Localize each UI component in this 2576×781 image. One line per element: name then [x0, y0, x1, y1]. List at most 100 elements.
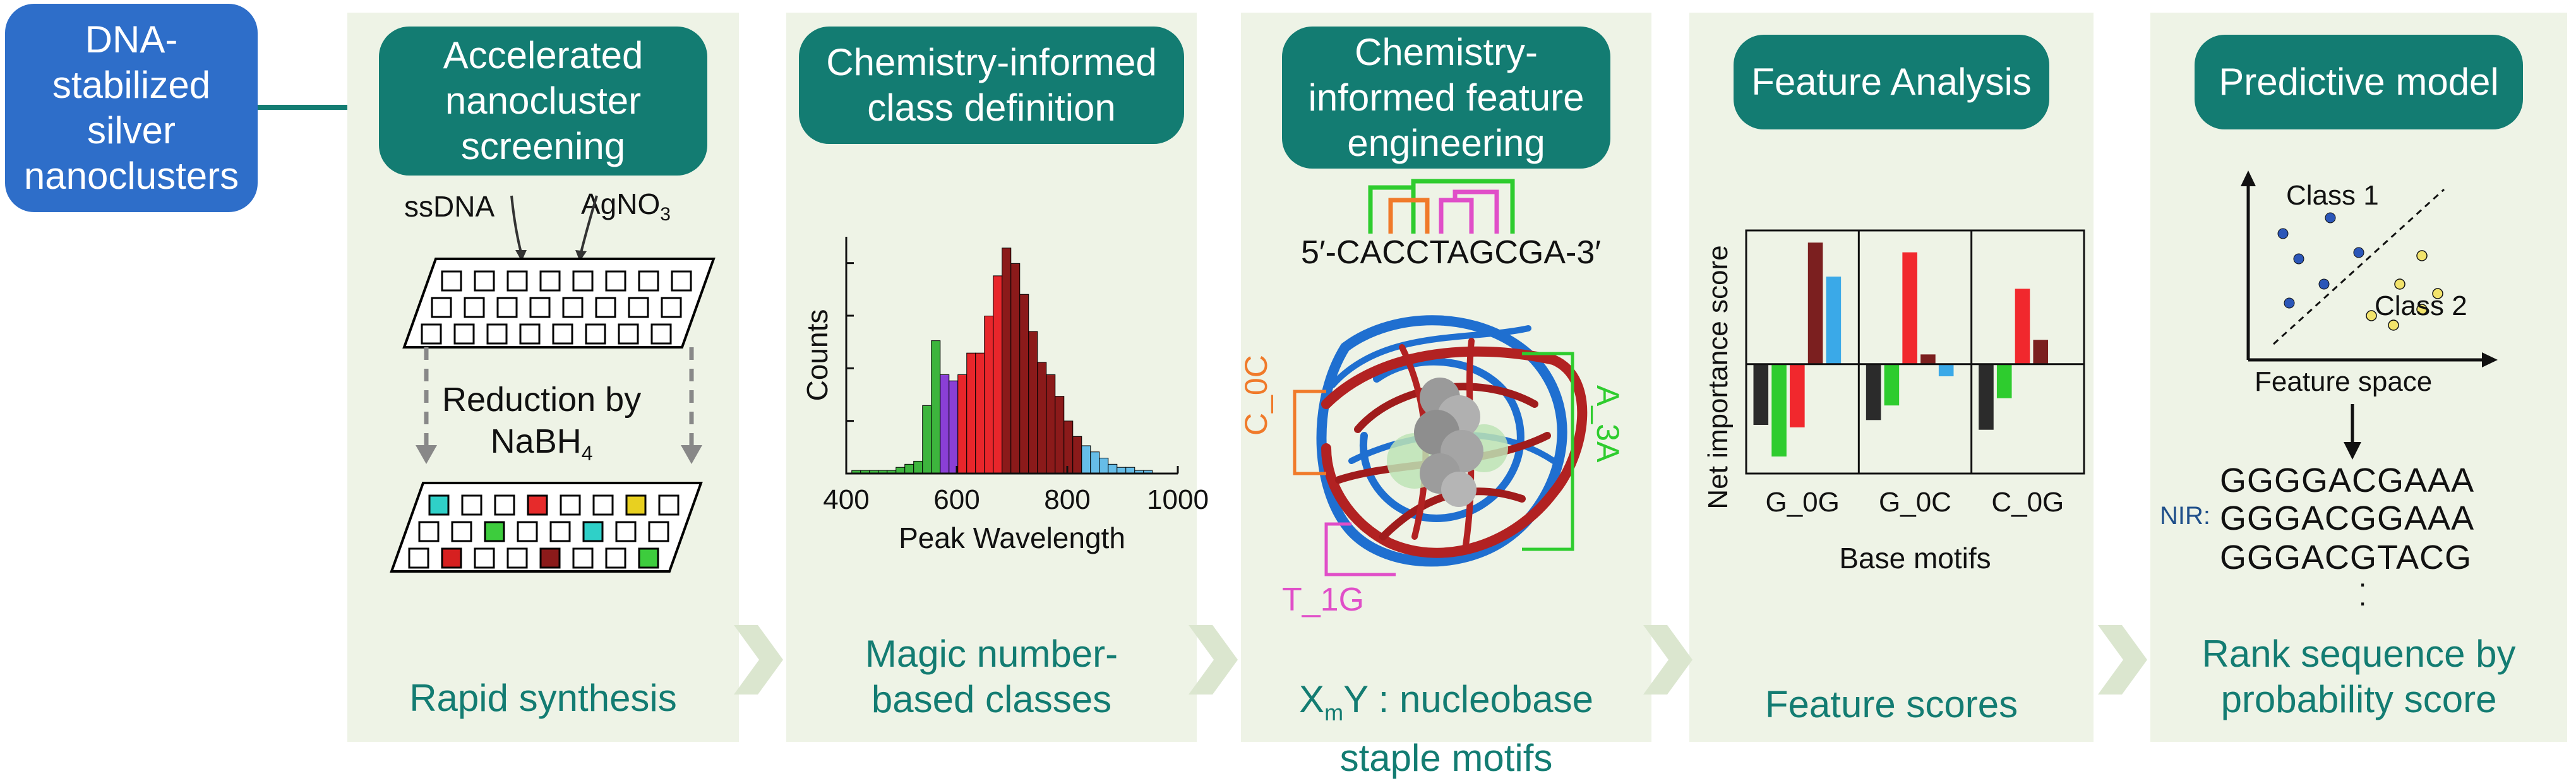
- plate-well: [585, 323, 606, 345]
- plate-well: [648, 521, 669, 542]
- histogram-xlabel: Peak Wavelength: [899, 522, 1125, 554]
- plate-well: [592, 494, 614, 516]
- plate-well: [453, 323, 475, 345]
- nir-label: NIR:: [2160, 502, 2210, 530]
- header-feature-analysis: Feature Analysis: [1734, 35, 2049, 129]
- chevron-3: [1643, 625, 1692, 695]
- class-1-label: Class 1: [2286, 180, 2379, 211]
- sequence-3: GGGACGTACG: [2220, 539, 2472, 576]
- plate-well: [539, 547, 561, 569]
- plate-well: [494, 494, 515, 516]
- plate-well: [615, 521, 637, 542]
- header-feature-engineering: Chemistry- informed feature engineering: [1282, 27, 1610, 169]
- feature-space-label: Feature space: [2255, 366, 2433, 397]
- histogram-bar: [993, 275, 1003, 474]
- header-screening: Accelerated nanocluster screening: [379, 27, 707, 176]
- histogram-bar: [931, 340, 941, 474]
- plate-well: [517, 521, 538, 542]
- importance-bar: [1771, 364, 1787, 457]
- importance-bar: [1979, 364, 1994, 430]
- importance-bar: [1790, 364, 1805, 427]
- well-plate-top: [402, 258, 716, 349]
- class-2-label: Class 2: [2375, 290, 2467, 321]
- plate-well: [506, 547, 528, 569]
- importance-bar: [1826, 277, 1842, 364]
- header-class-definition: Chemistry-informed class definition: [799, 27, 1184, 144]
- header-predictive-model: Predictive model: [2195, 35, 2523, 129]
- motif-t1g-label: T_1G: [1282, 581, 1365, 618]
- histogram-bar: [984, 315, 994, 474]
- histogram-bar: [1046, 374, 1056, 474]
- plate-well: [650, 323, 672, 345]
- plate-well: [529, 297, 551, 318]
- histogram-bar: [966, 352, 976, 474]
- plate-well: [605, 270, 626, 292]
- histogram-bar: [1090, 451, 1100, 474]
- caption-classes: Magic number- based classes: [865, 633, 1118, 720]
- importance-bar: [2015, 289, 2030, 364]
- plate-well: [582, 521, 604, 542]
- motif-group-label: G_0G: [1765, 487, 1839, 518]
- source-box: DNA- stabilized silver nanoclusters: [5, 4, 258, 212]
- nanocluster-structure: [1293, 315, 1588, 576]
- histogram-xtick: 1000: [1147, 484, 1209, 515]
- plate-well: [527, 494, 548, 516]
- histogram-bar: [922, 405, 932, 474]
- plate-well: [421, 323, 442, 345]
- histogram-bar: [1099, 458, 1109, 474]
- plate-well: [560, 494, 581, 516]
- plate-well: [549, 521, 571, 542]
- importance-bar: [1807, 242, 1823, 364]
- plate-well: [474, 547, 495, 569]
- plate-well: [552, 323, 573, 345]
- plate-well: [595, 297, 616, 318]
- plate-well: [486, 323, 508, 345]
- importance-bar: [1938, 364, 1954, 376]
- histogram-bar: [1002, 247, 1012, 474]
- importance-xlabel: Base motifs: [1839, 542, 1991, 575]
- plate-well: [605, 547, 626, 569]
- plate-well: [441, 547, 462, 569]
- histogram-bar: [1063, 420, 1074, 474]
- importance-ylabel: Net importance score: [1703, 245, 1734, 509]
- chevron-4: [2098, 625, 2147, 695]
- histogram-bar: [1019, 294, 1029, 474]
- motif-group-label: G_0C: [1879, 487, 1951, 518]
- plate-well: [451, 521, 472, 542]
- histogram-bar: [1108, 463, 1118, 474]
- plate-well: [408, 547, 429, 569]
- histogram-xtick: 800: [1044, 484, 1090, 515]
- ssdna-label: ssDNA: [404, 190, 495, 223]
- histogram-bar: [1037, 362, 1047, 474]
- histogram-bar: [904, 463, 914, 474]
- histogram-bar: [913, 460, 923, 474]
- sequence-1: GGGGACGAAA: [2220, 462, 2475, 499]
- plate-well: [638, 547, 659, 569]
- plate-well: [496, 297, 518, 318]
- motif-c0c-label: C_0C: [1238, 355, 1274, 436]
- plate-well: [474, 270, 495, 292]
- plate-well: [539, 270, 561, 292]
- dna-sequence: 5′-CACCTAGCGA-3′: [1301, 234, 1602, 271]
- caption-rapid-synthesis: Rapid synthesis: [409, 677, 677, 719]
- importance-bar: [1920, 354, 1936, 364]
- histogram-bar: [1081, 445, 1091, 474]
- plate-well: [572, 547, 594, 569]
- chevron-2: [1189, 625, 1238, 695]
- reduction-text: Reduction by NaBH4: [442, 381, 642, 465]
- plate-well: [441, 270, 462, 292]
- histogram-xtick: 400: [823, 484, 869, 515]
- importance-bar: [1902, 252, 1917, 364]
- plate-well: [572, 270, 594, 292]
- sequence-2: GGGACGGAAA: [2220, 499, 2475, 537]
- histogram-xtick: 600: [933, 484, 979, 515]
- plate-well: [418, 521, 440, 542]
- motif-brackets: [1368, 179, 1515, 234]
- reagent-arrows: [510, 195, 598, 261]
- histogram-bar: [949, 380, 959, 474]
- histogram-bar: [1055, 396, 1065, 474]
- plate-well: [506, 270, 528, 292]
- plate-well: [484, 521, 505, 542]
